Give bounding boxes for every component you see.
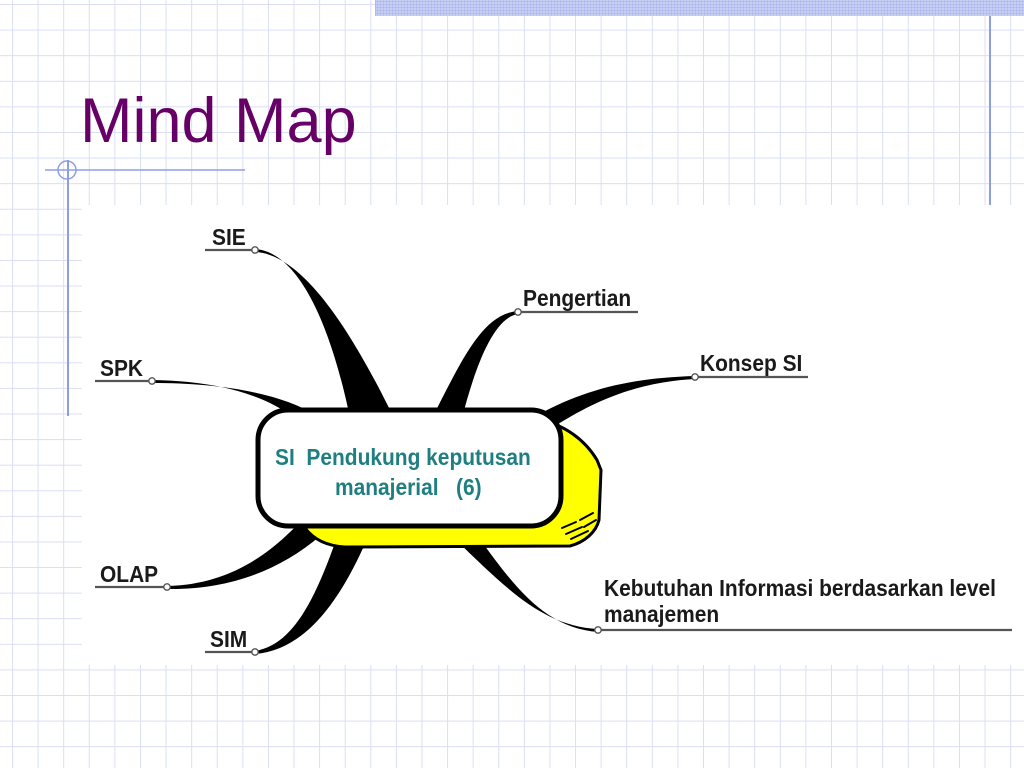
- branch-label-konsep-si: Konsep SI: [700, 350, 803, 376]
- connector-node-sie: [251, 246, 259, 254]
- top-header-band: [375, 0, 1024, 16]
- connector-node-pengertian: [514, 308, 522, 316]
- connector-node-kebutuhan: [594, 626, 602, 634]
- branch-label-kebutuhan-line-1: Kebutuhan Informasi berdasarkan level: [604, 575, 996, 601]
- branch-label-olap: OLAP: [100, 561, 159, 587]
- connector-node-spk: [148, 377, 156, 385]
- central-topic-line-2: manajerial (6): [335, 474, 482, 500]
- branch-connector-olap: [167, 524, 320, 590]
- branch-label-kebutuhan-line-2: manajemen: [604, 601, 720, 627]
- rule-ring-ornament: [57, 160, 77, 180]
- central-topic-node: [255, 407, 603, 549]
- branch-connector-sim: [255, 540, 364, 654]
- branch-connector-konsep-si: [532, 376, 695, 428]
- slide-title: Mind Map: [80, 86, 357, 156]
- branch-connector-pengertian: [432, 311, 518, 418]
- branch-label-kebutuhan: Kebutuhan Informasi berdasarkan level ma…: [604, 575, 996, 627]
- central-topic-line-1: SI Pendukung keputusan: [275, 444, 531, 470]
- branch-connector-kebutuhan: [456, 540, 598, 632]
- central-node-box: [255, 407, 564, 529]
- connector-node-olap: [163, 583, 171, 591]
- branch-label-sie: SIE: [212, 224, 246, 250]
- branch-label-pengertian: Pengertian: [523, 285, 632, 311]
- connector-node-sim: [251, 648, 259, 656]
- central-node-hatching: [561, 512, 597, 540]
- branch-label-spk: SPK: [100, 355, 144, 381]
- branch-label-sim: SIM: [210, 626, 248, 652]
- branch-connector-sie: [255, 249, 394, 418]
- connector-node-konsep-si: [691, 373, 699, 381]
